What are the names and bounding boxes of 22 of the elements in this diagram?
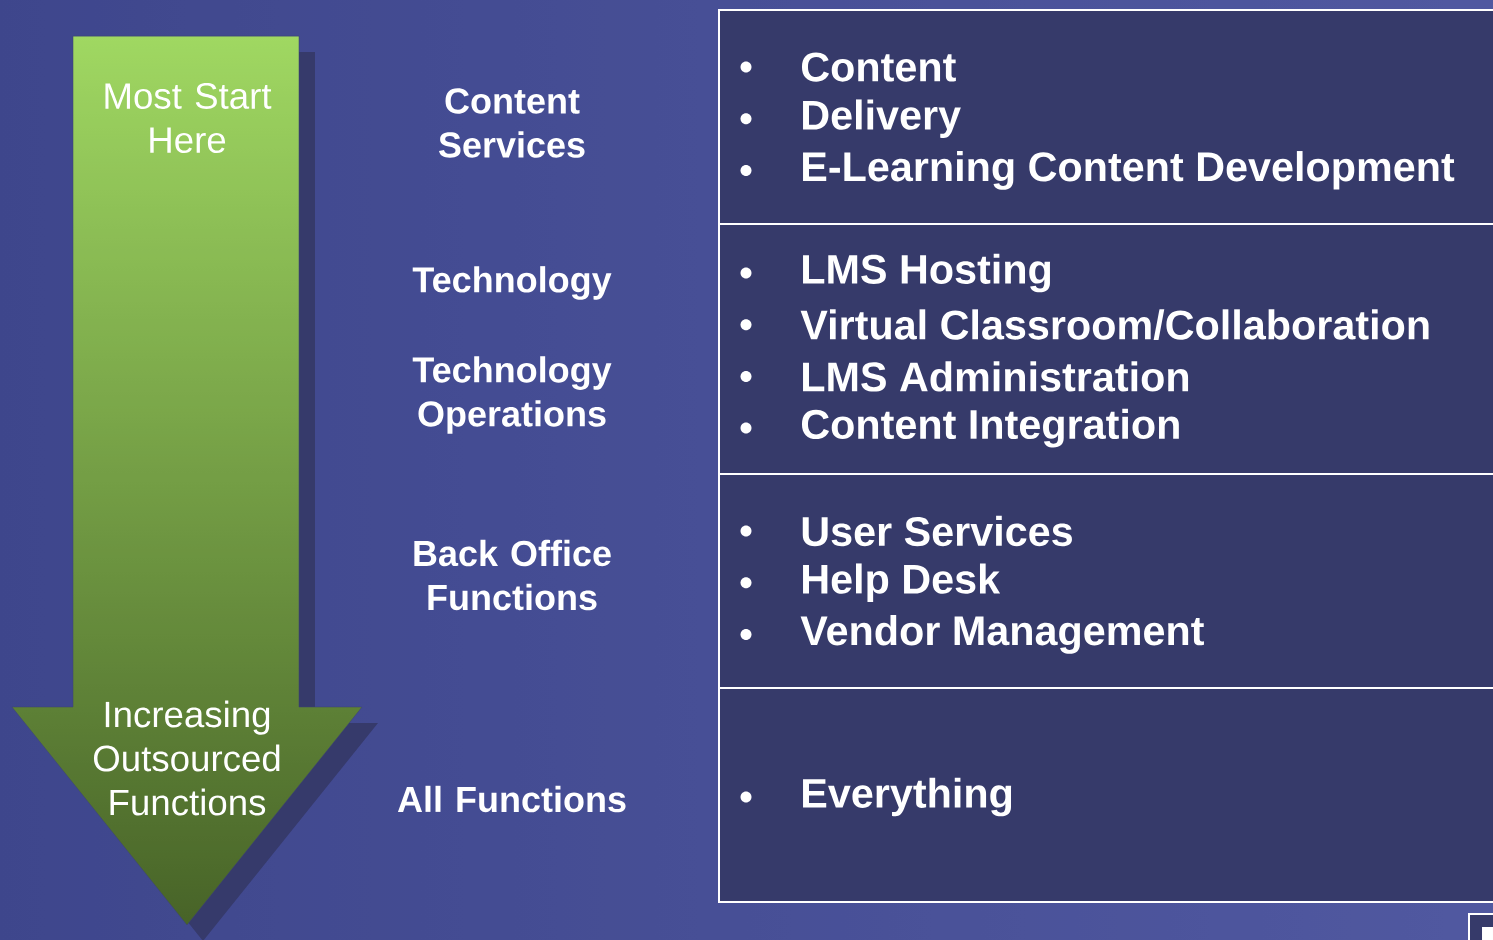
category-label: Back Office Functions — [414, 539, 611, 611]
category-label: Technology Operations — [412, 356, 612, 434]
list-item: E-Learning Content Development — [803, 151, 1455, 190]
list-item: LMS Hosting — [803, 253, 1051, 293]
list-item: Content — [801, 52, 956, 82]
list-item: Content Integration — [801, 408, 1179, 448]
category-label: Content Services — [439, 88, 585, 158]
list-item: Vendor Management — [800, 615, 1204, 654]
category-label: Technology — [412, 266, 612, 300]
list-item: Everything — [803, 777, 1012, 817]
category-label: All Functions — [397, 785, 626, 813]
list-panel — [718, 9, 1493, 225]
arrow-label: Increasing Outsourced Functions — [93, 700, 280, 816]
list-panel — [718, 687, 1493, 903]
list-item: Delivery — [803, 99, 961, 138]
list-item: LMS Administration — [803, 361, 1189, 392]
arrow-label: Most Start Here — [105, 83, 272, 153]
list-item: Help Desk — [803, 563, 1001, 602]
list-item: User Services — [802, 515, 1072, 547]
list-item: Virtual Classroom/Collaboration — [800, 309, 1429, 341]
list-panel — [718, 473, 1493, 689]
list-panel — [718, 223, 1493, 475]
